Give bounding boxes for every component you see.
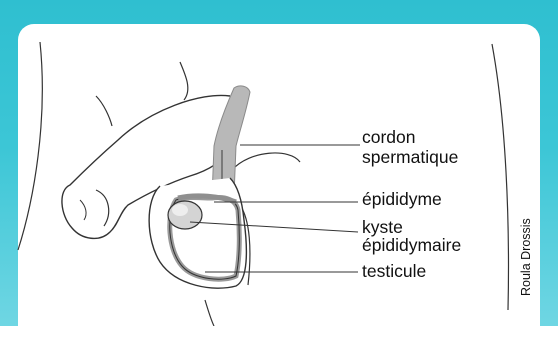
label-kyste-line2: épididymaire — [362, 236, 461, 255]
label-epididyme: épididyme — [362, 190, 442, 209]
right-body-contour — [492, 44, 508, 310]
thigh-contour — [232, 153, 300, 170]
label-cordon-line2: spermatique — [362, 148, 458, 167]
anatomy-illustration — [0, 0, 558, 326]
cyst-highlight — [172, 204, 188, 216]
illustrator-credit: Roula Drossis — [519, 218, 533, 296]
epididymal-cyst — [168, 201, 202, 229]
label-testicule: testicule — [362, 262, 426, 281]
label-cordon-line1: cordon — [362, 128, 416, 147]
lower-contour — [205, 300, 214, 326]
mid-contour — [96, 96, 112, 126]
upper-contour — [180, 62, 188, 100]
left-body-contour — [18, 42, 42, 250]
